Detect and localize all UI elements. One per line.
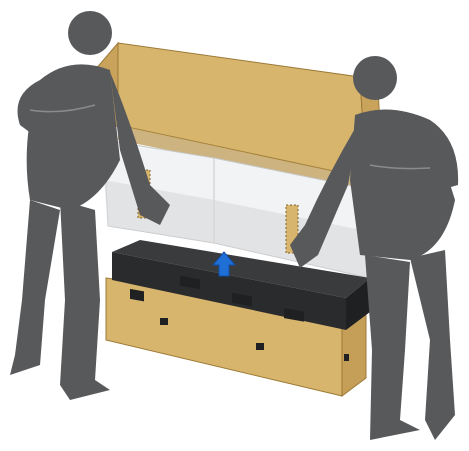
right-person-head (353, 56, 397, 100)
box-base-hole-right (256, 343, 264, 350)
left-person-leg-front (60, 200, 110, 400)
left-person-leg-back (10, 200, 60, 375)
right-person-leg-front (365, 255, 420, 440)
box-base-hole-left (160, 318, 168, 325)
box-base-hole-side (344, 354, 349, 361)
right-person-leg-back (410, 250, 455, 440)
left-person-head (68, 11, 112, 55)
